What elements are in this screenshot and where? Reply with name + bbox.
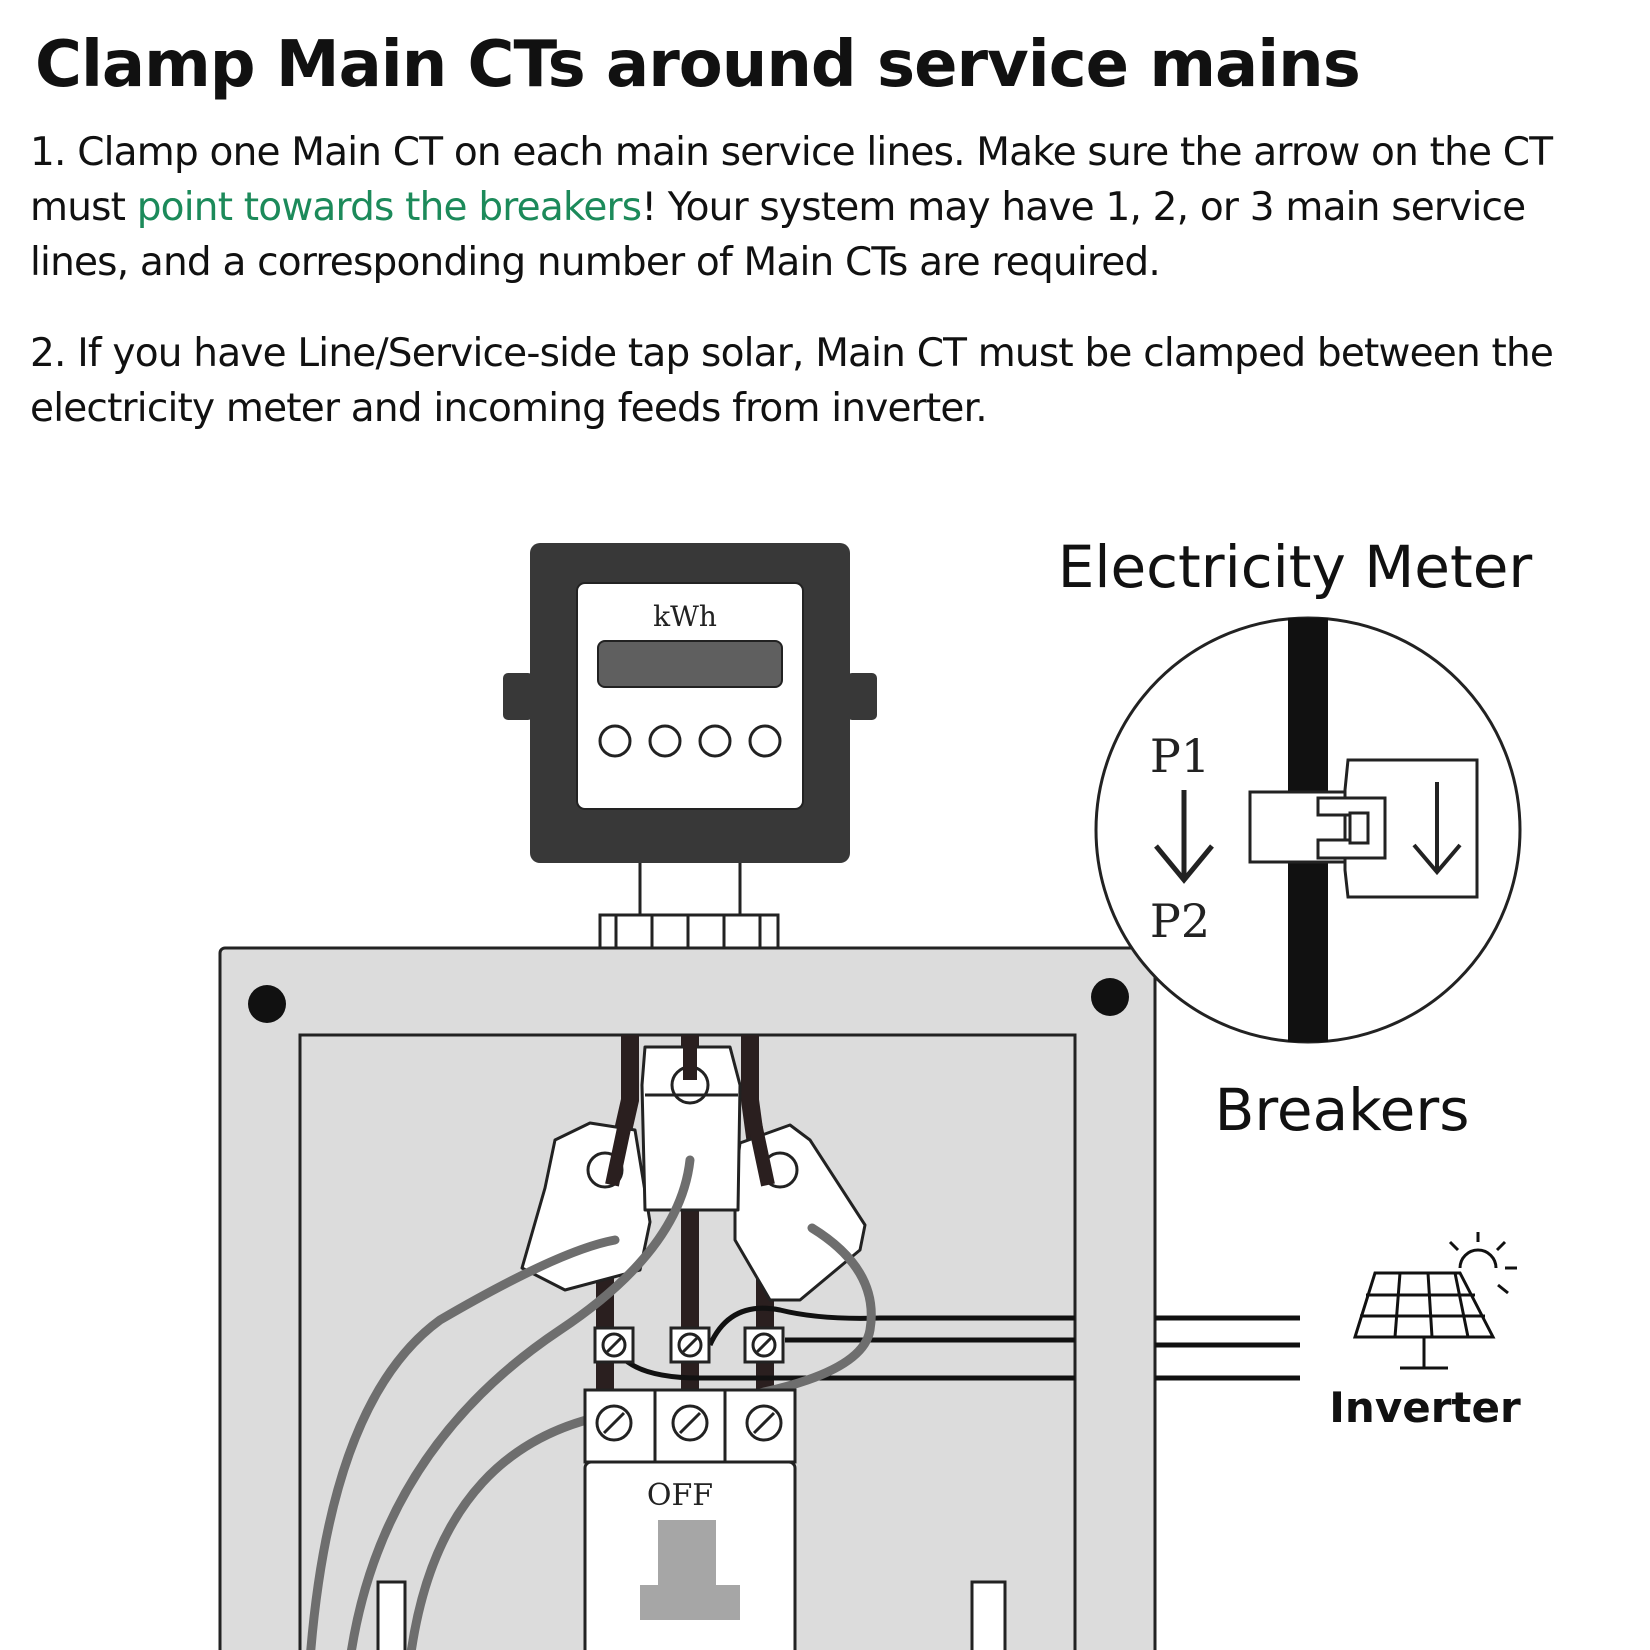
meter-button (698, 724, 732, 758)
p2-label: P2 (1150, 894, 1210, 948)
inverter-label: Inverter (1329, 1383, 1521, 1432)
ct-direction-callout: P1 P2 (1094, 616, 1522, 1044)
electricity-meter-label: Electricity Meter (1058, 533, 1533, 601)
panel-slot (376, 1580, 407, 1650)
meter-button (648, 724, 682, 758)
step-1-highlight: point towards the breakers (136, 185, 642, 230)
step-1-before: 1. Clamp one Main CT on each main servic… (30, 130, 1553, 230)
p1-label: P1 (1150, 729, 1210, 783)
electricity-meter: kWh (503, 543, 877, 863)
meter-connector (598, 858, 780, 950)
panel-screw (248, 985, 286, 1023)
step-2-text: 2. If you have Line/Service-side tap sol… (30, 331, 1554, 431)
meter-unit-label: kWh (653, 600, 717, 633)
panel-slot (970, 1580, 1007, 1650)
tap-connectors (593, 1326, 785, 1364)
breaker-switch (658, 1520, 716, 1585)
step-1-after: ! Your system may have 1, 2, or 3 main s… (30, 185, 1526, 285)
main-ct-center (640, 1045, 742, 1212)
page-title: Clamp Main CTs around service mains (35, 28, 1361, 102)
meter-display (597, 640, 783, 688)
panel-screw (1091, 978, 1129, 1016)
inverter-feeds (618, 1305, 1300, 1381)
service-lines-upper (605, 1035, 775, 1187)
meter-button (748, 724, 782, 758)
step-1-text: 1. Clamp one Main CT on each main servic… (30, 125, 1630, 290)
breakers-label: Breakers (1215, 1076, 1470, 1144)
solar-panel-icon (1352, 1232, 1517, 1370)
main-breaker: OFF (583, 1388, 797, 1650)
breaker-state-label: OFF (647, 1478, 713, 1513)
meter-button (598, 724, 632, 758)
